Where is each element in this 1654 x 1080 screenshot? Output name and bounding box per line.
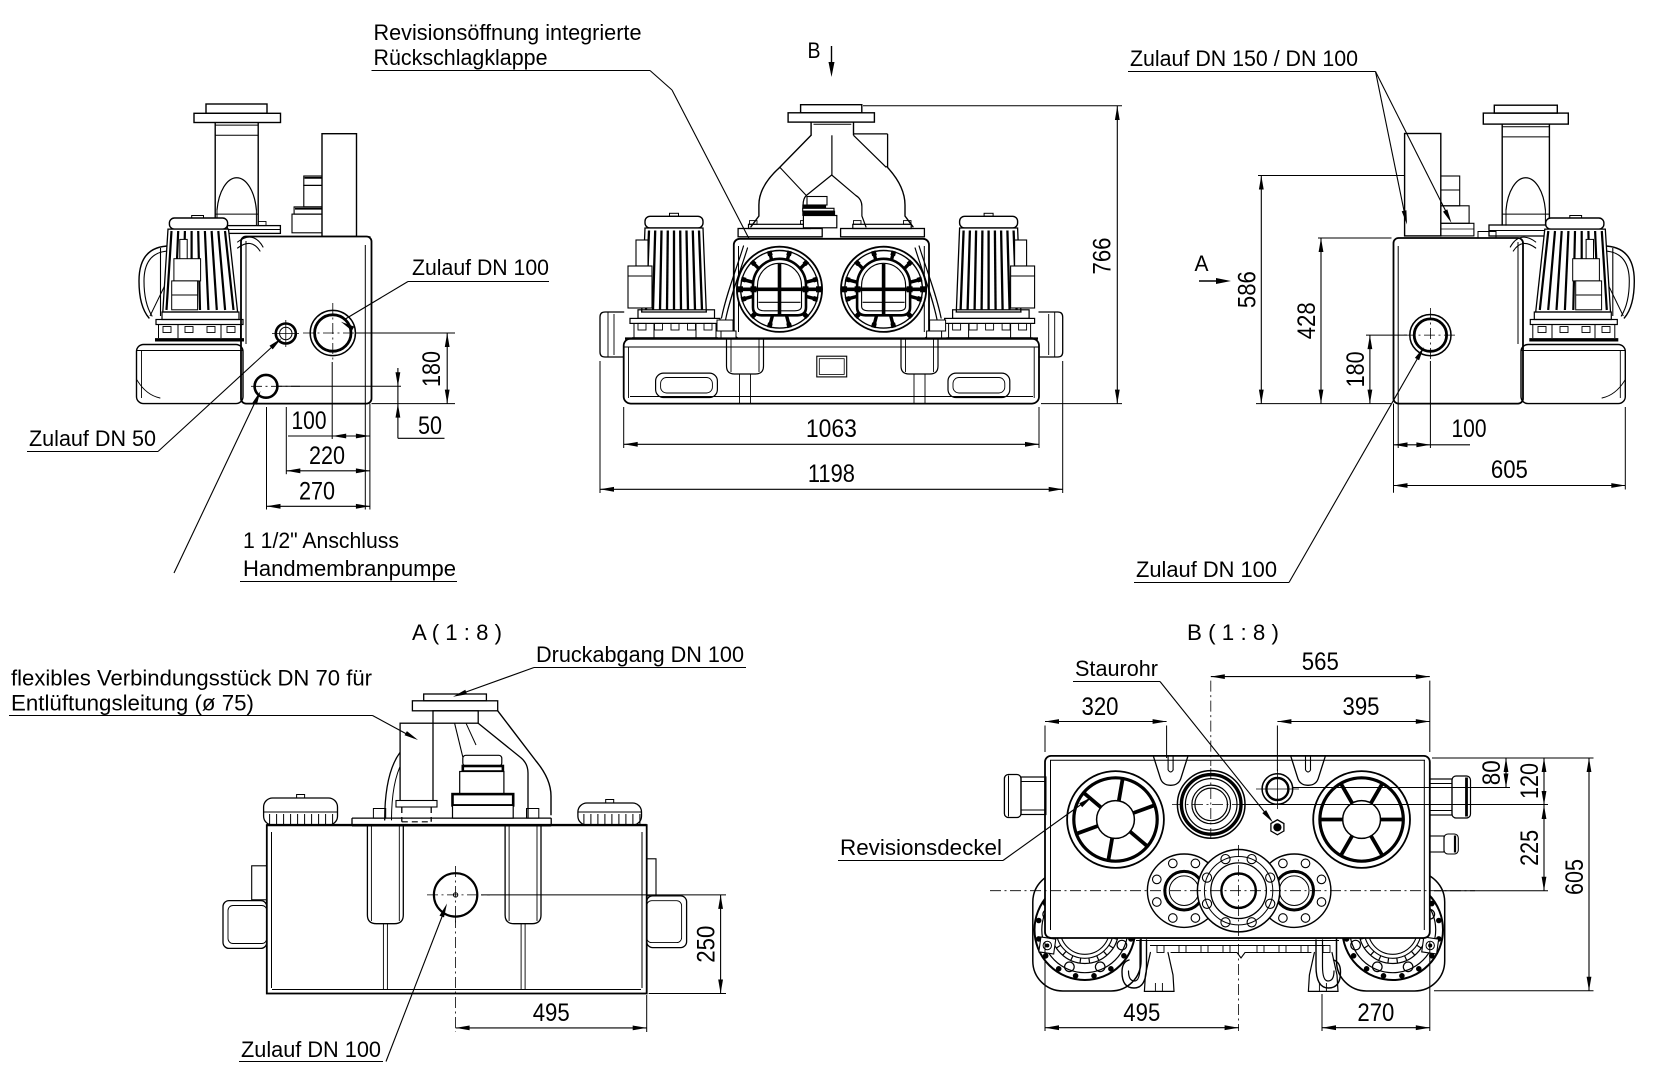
svg-text:Zulauf DN 100: Zulauf DN 100 — [412, 255, 549, 280]
svg-text:605: 605 — [1491, 456, 1528, 484]
svg-text:270: 270 — [299, 478, 335, 506]
svg-text:80: 80 — [1478, 760, 1506, 785]
svg-text:50: 50 — [418, 412, 442, 440]
svg-text:225: 225 — [1516, 830, 1544, 866]
svg-text:565: 565 — [1302, 648, 1339, 676]
svg-text:Zulauf DN 150 / DN 100: Zulauf DN 150 / DN 100 — [1130, 46, 1358, 71]
svg-text:1 1/2" Anschluss: 1 1/2" Anschluss — [243, 528, 399, 553]
svg-text:270: 270 — [1357, 999, 1394, 1027]
svg-text:120: 120 — [1516, 763, 1544, 799]
svg-text:100: 100 — [1452, 415, 1487, 443]
svg-text:Zulauf DN 100: Zulauf DN 100 — [1136, 557, 1277, 582]
svg-text:250: 250 — [693, 926, 721, 963]
svg-text:Staurohr: Staurohr — [1075, 656, 1158, 681]
svg-text:B ( 1 : 8 ): B ( 1 : 8 ) — [1187, 620, 1279, 645]
svg-text:Revisionsdeckel: Revisionsdeckel — [840, 835, 1002, 860]
svg-text:428: 428 — [1293, 302, 1321, 339]
svg-text:Entlüftungsleitung (ø 75): Entlüftungsleitung (ø 75) — [11, 691, 254, 716]
svg-text:495: 495 — [1123, 999, 1160, 1027]
svg-text:495: 495 — [533, 999, 570, 1027]
svg-text:A ( 1 : 8 ): A ( 1 : 8 ) — [412, 620, 502, 645]
svg-text:Handmembranpumpe: Handmembranpumpe — [243, 556, 456, 581]
svg-text:Druckabgang DN 100: Druckabgang DN 100 — [536, 642, 744, 667]
svg-text:586: 586 — [1233, 271, 1261, 308]
svg-text:1063: 1063 — [806, 415, 857, 443]
svg-text:Rückschlagklappe: Rückschlagklappe — [374, 45, 548, 70]
svg-text:Revisionsöffnung integrierte: Revisionsöffnung integrierte — [374, 20, 642, 45]
svg-text:flexibles Verbindungsstück DN: flexibles Verbindungsstück DN 70 für — [11, 666, 372, 691]
svg-text:Zulauf DN 100: Zulauf DN 100 — [241, 1037, 381, 1062]
svg-text:Zulauf DN 50: Zulauf DN 50 — [29, 426, 156, 451]
svg-text:320: 320 — [1082, 693, 1119, 721]
svg-text:180: 180 — [418, 351, 446, 387]
svg-text:180: 180 — [1342, 351, 1370, 387]
svg-text:1198: 1198 — [808, 460, 855, 488]
svg-text:100: 100 — [292, 407, 327, 435]
svg-text:A: A — [1195, 251, 1209, 276]
svg-text:395: 395 — [1343, 693, 1380, 721]
svg-text:605: 605 — [1561, 859, 1589, 895]
svg-text:220: 220 — [309, 442, 345, 470]
svg-text:B: B — [808, 38, 821, 63]
svg-text:766: 766 — [1089, 238, 1117, 275]
